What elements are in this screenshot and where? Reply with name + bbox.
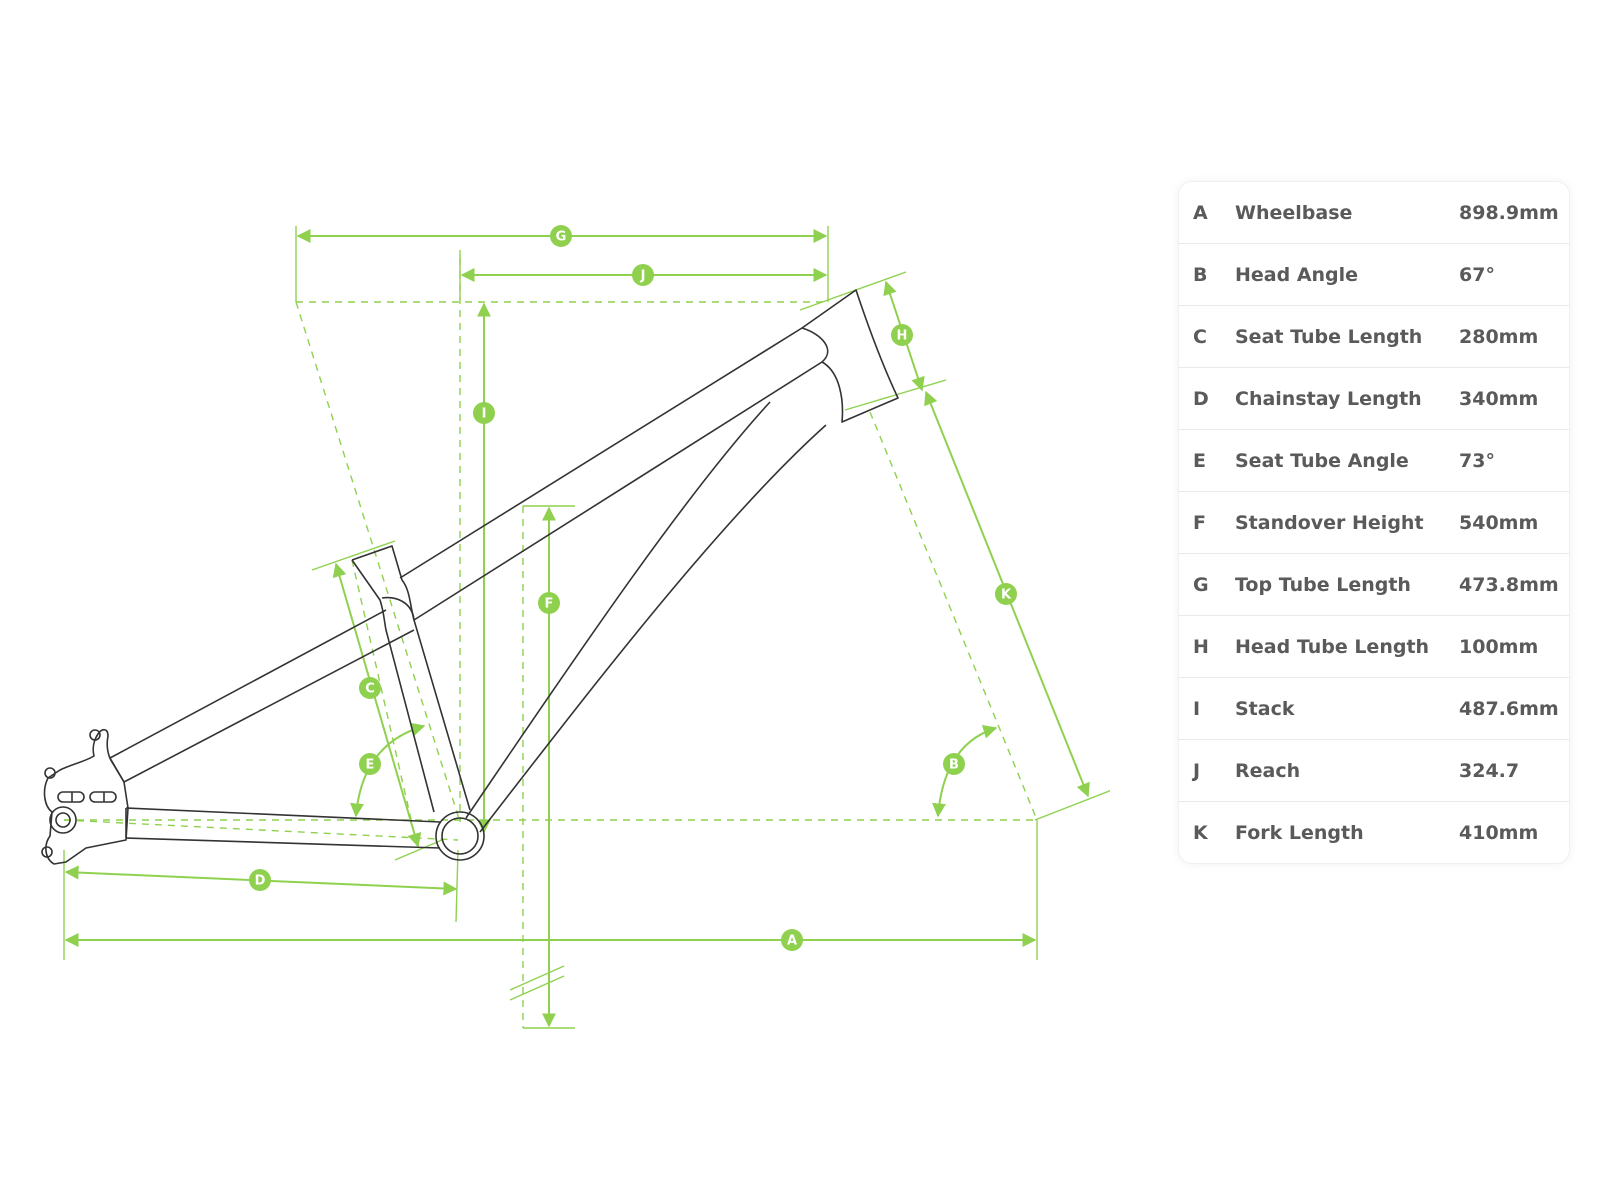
dimension-badge-label: F (545, 597, 554, 612)
dimension-badge-label: B (949, 758, 959, 773)
dimension-badge-e: E (359, 753, 381, 775)
dimension-badge-label: K (1001, 588, 1012, 603)
row-name: Head Tube Length (1235, 635, 1430, 658)
geometry-row: D Chainstay Length 340mm (1179, 368, 1569, 430)
row-value: 473.8mm (1459, 573, 1559, 596)
row-letter: K (1193, 821, 1208, 844)
dimension-badge-label: C (365, 682, 375, 697)
dimension-badge-g: G (550, 225, 572, 247)
row-letter: B (1193, 263, 1208, 286)
geometry-row: C Seat Tube Length 280mm (1179, 306, 1569, 368)
row-name: Fork Length (1235, 821, 1364, 844)
row-name: Seat Tube Length (1235, 325, 1423, 348)
geometry-row: H Head Tube Length 100mm (1179, 616, 1569, 678)
dimension-badge-d: D (249, 869, 271, 891)
geometry-row: E Seat Tube Angle 73° (1179, 430, 1569, 492)
row-value: 67° (1459, 263, 1495, 286)
row-value: 410mm (1459, 821, 1539, 844)
row-value: 73° (1459, 449, 1495, 472)
geometry-row: G Top Tube Length 473.8mm (1179, 554, 1569, 616)
geometry-row: B Head Angle 67° (1179, 244, 1569, 306)
dimension-badge-b: B (943, 753, 965, 775)
row-value: 280mm (1459, 325, 1539, 348)
row-letter: D (1193, 387, 1209, 410)
geometry-row: A Wheelbase 898.9mm (1179, 182, 1569, 244)
row-name: Head Angle (1235, 263, 1359, 286)
dimension-badge-label: E (366, 758, 375, 773)
geometry-table: A Wheelbase 898.9mm B Head Angle 67° C Seat T… (1178, 181, 1570, 864)
dimension-badge-f: F (538, 592, 560, 614)
frame-geometry-diagram: G J H I F C E D A B K (41, 225, 1110, 1029)
row-value: 898.9mm (1459, 201, 1559, 224)
dimension-badge-h: H (891, 324, 913, 346)
row-name: Standover Height (1235, 511, 1424, 534)
dimension-arrows (64, 229, 1090, 1028)
construction-lines (63, 258, 1038, 1028)
row-value: 100mm (1459, 635, 1539, 658)
row-letter: F (1193, 511, 1206, 534)
bike-frame (41, 289, 899, 865)
row-name: Stack (1235, 697, 1295, 720)
row-value: 540mm (1459, 511, 1539, 534)
dimension-badge-label: I (482, 407, 487, 422)
row-letter: J (1193, 759, 1201, 782)
geometry-row: F Standover Height 540mm (1179, 492, 1569, 554)
row-letter: I (1193, 697, 1201, 720)
dimension-badge-k: K (995, 583, 1017, 605)
row-value: 487.6mm (1459, 697, 1559, 720)
dimension-badge-a: A (781, 929, 803, 951)
row-name: Chainstay Length (1235, 387, 1422, 410)
row-letter: H (1193, 635, 1209, 658)
geometry-row: K Fork Length 410mm (1179, 802, 1569, 863)
dimension-badge-label: D (255, 874, 266, 889)
row-letter: C (1193, 325, 1207, 348)
row-letter: E (1193, 449, 1206, 472)
dimension-badge-label: G (556, 230, 567, 245)
extension-lines (63, 226, 1110, 1029)
dimension-badge-c: C (359, 677, 381, 699)
geometry-row: J Reach 324.7 (1179, 740, 1569, 802)
dimension-badges: G J H I F C E D A B K (249, 225, 1017, 951)
dimension-badge-label: J (640, 269, 646, 284)
row-name: Seat Tube Angle (1235, 449, 1409, 472)
row-value: 324.7 (1459, 759, 1520, 782)
dimension-badge-label: A (787, 934, 797, 949)
row-letter: G (1193, 573, 1209, 596)
row-letter: A (1193, 201, 1208, 224)
row-value: 340mm (1459, 387, 1539, 410)
dimension-badge-j: J (632, 264, 654, 286)
row-name: Wheelbase (1235, 201, 1353, 224)
dimension-badge-i: I (473, 402, 495, 424)
dimension-badge-label: H (897, 329, 908, 344)
geometry-row: I Stack 487.6mm (1179, 678, 1569, 740)
row-name: Top Tube Length (1235, 573, 1411, 596)
row-name: Reach (1235, 759, 1301, 782)
